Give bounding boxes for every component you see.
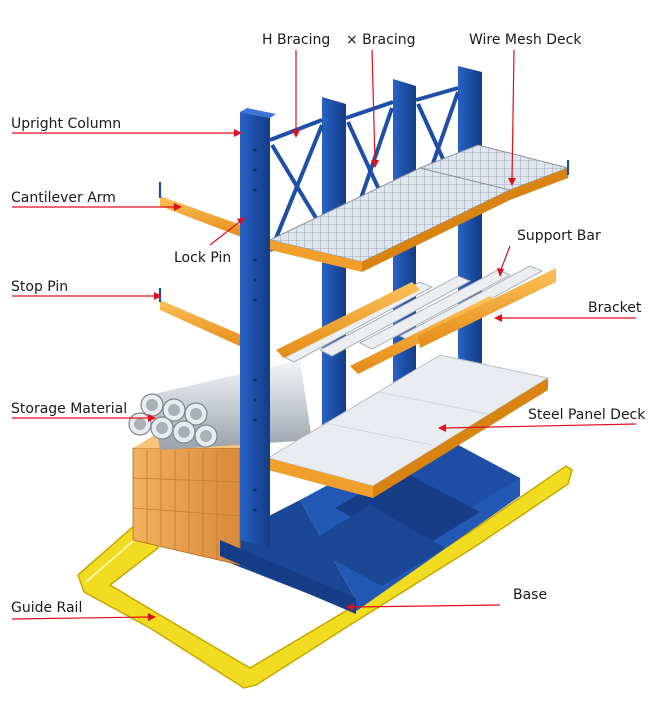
guide-rail xyxy=(77,465,573,689)
pipe-bundle xyxy=(128,360,312,450)
support-bars xyxy=(276,265,556,374)
label-bracket: Bracket xyxy=(588,300,642,316)
label-base: Base xyxy=(513,587,547,603)
label-upright-column: Upright Column xyxy=(11,116,121,132)
label-wire-mesh-deck: Wire Mesh Deck xyxy=(469,32,582,48)
callout-leaders xyxy=(11,49,637,621)
steel-panel-deck xyxy=(266,354,550,498)
label-guide-rail: Guide Rail xyxy=(11,600,82,616)
label-lock-pin: Lock Pin xyxy=(174,250,231,266)
label-storage-material: Storage Material xyxy=(11,401,127,417)
base-foot xyxy=(220,540,356,614)
label-h-bracing: H Bracing xyxy=(262,32,330,48)
label-support-bar: Support Bar xyxy=(517,228,601,244)
wire-mesh-deck xyxy=(268,144,570,272)
label-cantilever-arm: Cantilever Arm xyxy=(11,190,116,206)
label-steel-panel-deck: Steel Panel Deck xyxy=(528,407,646,423)
label-x-bracing: × Bracing xyxy=(346,32,415,48)
label-stop-pin: Stop Pin xyxy=(11,279,68,295)
upright-column-front xyxy=(240,108,276,548)
